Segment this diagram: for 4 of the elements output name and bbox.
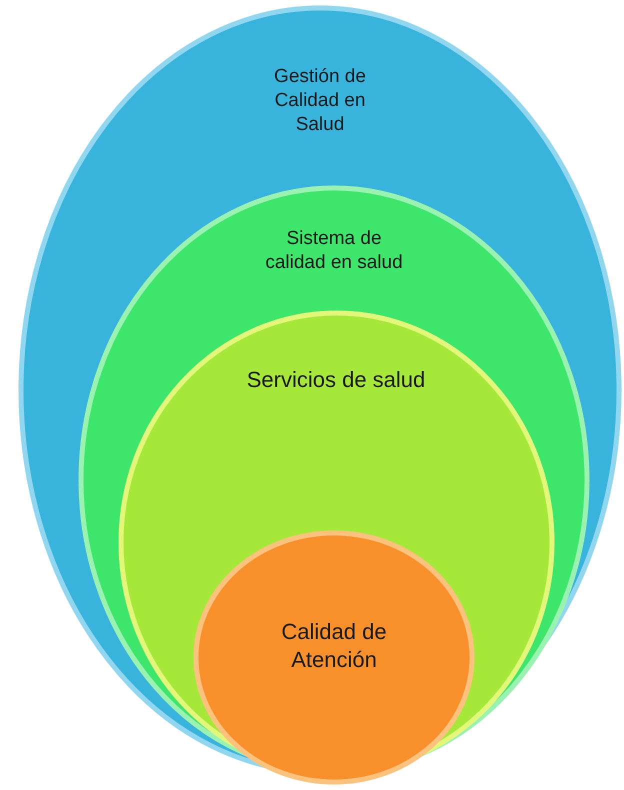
oval-label: Calidad de Atención [280,618,388,673]
oval-label: Sistema de calidad en salud [264,227,404,274]
oval-label: Gestión de Calidad en Salud [273,65,367,136]
oval-label: Servicios de salud [246,366,426,394]
